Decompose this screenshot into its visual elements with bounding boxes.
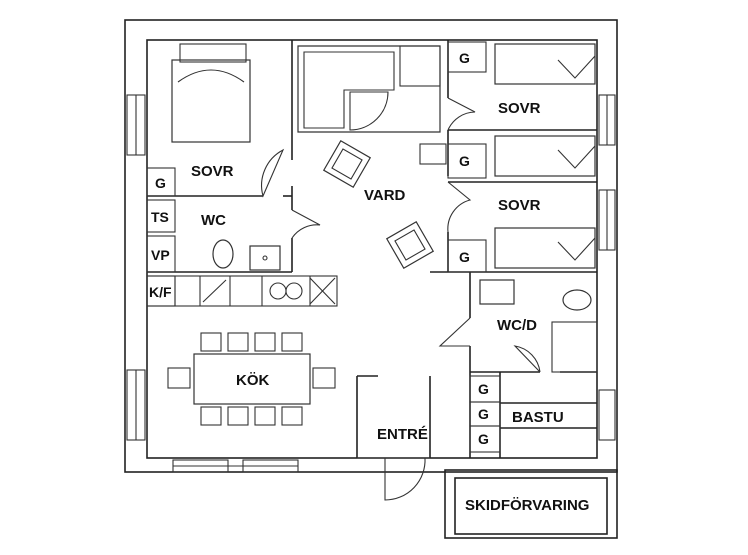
label-g1: G (155, 175, 166, 191)
label-sovr-mid-right: SOVR (498, 197, 541, 214)
label-entre: ENTRÉ (377, 426, 428, 443)
label-vard: VARD (364, 187, 406, 204)
label-bastu: BASTU (512, 409, 564, 426)
interior-walls (146, 40, 618, 539)
door-swings (261, 97, 541, 501)
label-kok: KÖK (236, 372, 270, 389)
windows (126, 94, 616, 473)
label-wc: WC (201, 212, 226, 229)
label-sovr-main: SOVR (191, 163, 234, 180)
label-vp: VP (151, 247, 170, 263)
label-sovr-top-right: SOVR (498, 100, 541, 117)
label-ts: TS (151, 209, 169, 225)
furniture (167, 43, 598, 426)
label-g-bastu2: G (478, 406, 489, 422)
room-labels: SOVR WC VARD SOVR SOVR WC/D KÖK ENTRÉ BA… (191, 100, 589, 514)
label-g-mid-right1: G (459, 153, 470, 169)
label-wc-d: WC/D (497, 317, 537, 334)
label-g-mid-right2: G (459, 249, 470, 265)
label-g-top-right: G (459, 50, 470, 66)
closet-labels: G TS VP K/F G G G G G G (149, 50, 489, 447)
closets (146, 41, 501, 453)
label-skidforvaring: SKIDFÖRVARING (465, 497, 589, 514)
label-kf: K/F (149, 284, 172, 300)
label-g-bastu1: G (478, 381, 489, 397)
label-g-bastu3: G (478, 431, 489, 447)
